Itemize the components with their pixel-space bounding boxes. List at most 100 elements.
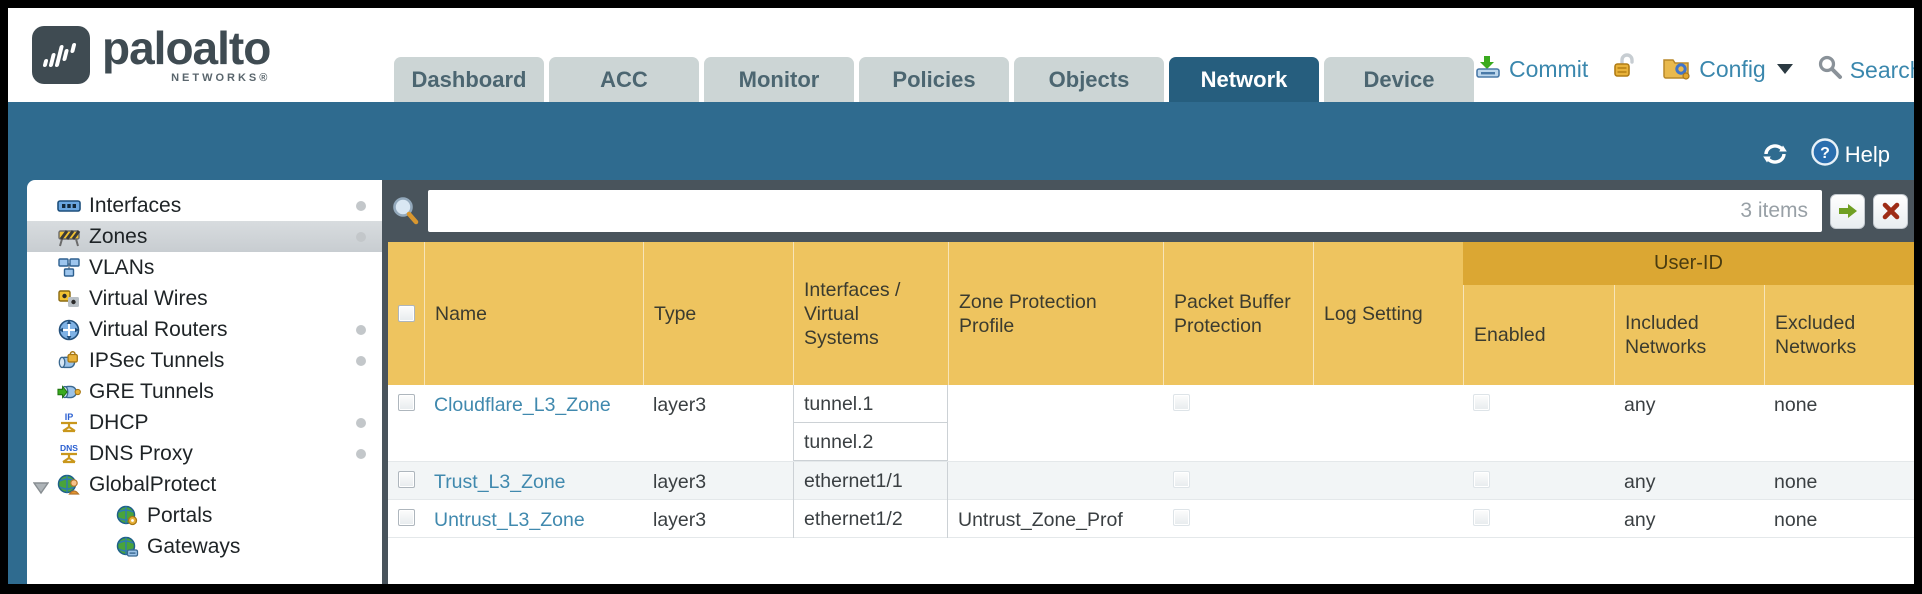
col-header-enabled[interactable]: Enabled (1463, 285, 1614, 385)
zone-name-link[interactable]: Trust_L3_Zone (434, 471, 566, 493)
apply-filter-button[interactable] (1830, 193, 1865, 229)
interface-item: ethernet1/1 (804, 470, 903, 492)
tab-monitor[interactable]: Monitor (704, 57, 854, 102)
zone-interfaces-cell: tunnel.1 tunnel.2 (793, 385, 948, 461)
col-header-included-networks[interactable]: Included Networks (1614, 285, 1764, 385)
col-header-zone-protection[interactable]: Zone Protection Profile (948, 242, 1163, 385)
sidebar-item-gre-tunnels[interactable]: GRE Tunnels (27, 376, 382, 407)
zone-name-link[interactable]: Cloudflare_L3_Zone (434, 394, 611, 416)
sidebar-item-vlans[interactable]: VLANs (27, 252, 382, 283)
packet-buffer-checkbox[interactable] (1173, 394, 1190, 411)
row-checkbox[interactable] (397, 471, 415, 488)
svg-text:DNS: DNS (60, 443, 78, 453)
zones-main-panel: 3 items Name Type (382, 180, 1914, 584)
tab-acc[interactable]: ACC (549, 57, 699, 102)
user-id-group-header: User-ID (1463, 242, 1914, 285)
virtual-routers-icon (57, 319, 81, 341)
packet-buffer-checkbox[interactable] (1173, 471, 1190, 488)
zone-type: layer3 (653, 394, 707, 416)
tab-network[interactable]: Network (1169, 57, 1319, 102)
ipsec-tunnels-icon (57, 350, 81, 372)
refresh-icon[interactable] (1761, 141, 1789, 172)
paloalto-logo: paloalto NETWORKS® (8, 8, 394, 102)
col-header-packet-buffer[interactable]: Packet Buffer Protection (1163, 242, 1313, 385)
col-header-name[interactable]: Name (424, 242, 643, 385)
col-header-log-setting[interactable]: Log Setting (1313, 242, 1463, 385)
gateways-icon (115, 536, 139, 558)
col-header-type[interactable]: Type (643, 242, 793, 385)
red-x-icon (1882, 202, 1899, 220)
zones-table-header: Name Type Interfaces / Virtual Systems Z… (388, 242, 1914, 385)
sidebar-item-gateways[interactable]: Gateways (27, 531, 382, 562)
interface-item: ethernet1/2 (804, 508, 903, 530)
user-id-enabled-checkbox[interactable] (1473, 471, 1490, 488)
sidebar-item-virtual-wires[interactable]: Virtual Wires (27, 283, 382, 314)
select-all-cell (388, 242, 424, 385)
sidebar-item-globalprotect[interactable]: GlobalProtect (27, 469, 382, 500)
header-utilities: Commit (1474, 8, 1914, 102)
included-networks: any (1624, 471, 1656, 493)
commit-icon (1474, 52, 1502, 86)
zone-interfaces-cell: ethernet1/2 (793, 500, 948, 538)
network-sidebar: Interfaces Zones VLANs Virtua (27, 180, 382, 584)
tab-policies[interactable]: Policies (859, 57, 1009, 102)
row-checkbox[interactable] (397, 509, 415, 526)
vlans-icon (57, 257, 81, 279)
table-row: Trust_L3_Zone layer3 ethernet1/1 any non… (388, 462, 1914, 500)
search-button[interactable]: Search (1817, 54, 1914, 86)
status-dot (356, 231, 366, 242)
filter-input[interactable] (428, 190, 1741, 232)
table-row: Cloudflare_L3_Zone layer3 tunnel.1 tunne… (388, 385, 1914, 462)
interfaces-icon (57, 195, 81, 217)
paloalto-logo-mark-icon (32, 26, 90, 84)
lock-button[interactable] (1612, 52, 1638, 86)
help-button[interactable]: ? Help (1811, 138, 1890, 172)
interface-item: tunnel.1 (794, 385, 947, 423)
filter-search-icon (390, 196, 420, 226)
item-count: 3 items (1740, 199, 1808, 222)
packet-buffer-checkbox[interactable] (1173, 509, 1190, 526)
tab-device[interactable]: Device (1324, 57, 1474, 102)
dns-proxy-icon: DNS (57, 443, 81, 465)
col-header-excluded-networks[interactable]: Excluded Networks (1764, 285, 1914, 385)
virtual-wires-icon (57, 288, 81, 310)
excluded-networks: none (1774, 471, 1818, 493)
zone-type: layer3 (653, 471, 707, 493)
gre-tunnels-icon (57, 381, 81, 403)
select-all-checkbox[interactable] (397, 305, 415, 322)
zone-protection-profile: Untrust_Zone_Prof (958, 509, 1123, 531)
sidebar-item-dns-proxy[interactable]: DNS DNS Proxy (27, 438, 382, 469)
status-dot (356, 417, 366, 428)
chevron-down-icon (1776, 64, 1793, 74)
row-checkbox[interactable] (397, 394, 415, 411)
filter-input-wrap: 3 items (428, 190, 1822, 232)
zone-name-link[interactable]: Untrust_L3_Zone (434, 509, 585, 531)
log-setting (1313, 500, 1463, 538)
sidebar-item-zones[interactable]: Zones (27, 221, 382, 252)
sidebar-item-ipsec-tunnels[interactable]: IPSec Tunnels (27, 345, 382, 376)
filter-bar: 3 items (388, 180, 1914, 242)
green-arrow-icon (1838, 204, 1857, 218)
brand-subtext: NETWORKS® (171, 72, 271, 84)
col-header-interfaces[interactable]: Interfaces / Virtual Systems (793, 242, 948, 385)
user-id-enabled-checkbox[interactable] (1473, 394, 1490, 411)
sidebar-item-portals[interactable]: Portals (27, 500, 382, 531)
config-dropdown[interactable]: Config (1662, 52, 1793, 86)
sidebar-item-interfaces[interactable]: Interfaces (27, 190, 382, 221)
commit-button[interactable]: Commit (1474, 52, 1588, 86)
config-folder-key-icon (1662, 52, 1692, 86)
content-area: Interfaces Zones VLANs Virtua (8, 180, 1914, 584)
tab-dashboard[interactable]: Dashboard (394, 57, 544, 102)
clear-filter-button[interactable] (1873, 193, 1908, 229)
excluded-networks: none (1774, 394, 1818, 416)
globalprotect-icon (57, 474, 81, 496)
user-id-enabled-checkbox[interactable] (1473, 509, 1490, 526)
unlocked-padlock-icon (1612, 52, 1638, 86)
zone-type: layer3 (653, 509, 707, 531)
expander-triangle-icon[interactable] (32, 477, 50, 501)
zones-icon (57, 226, 81, 248)
sidebar-item-dhcp[interactable]: IP DHCP (27, 407, 382, 438)
excluded-networks: none (1774, 509, 1818, 531)
tab-objects[interactable]: Objects (1014, 57, 1164, 102)
sidebar-item-virtual-routers[interactable]: Virtual Routers (27, 314, 382, 345)
